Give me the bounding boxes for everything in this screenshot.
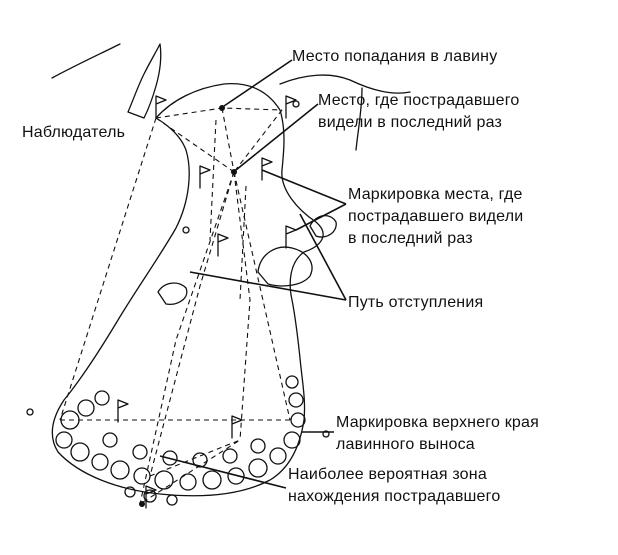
label-probable-burial-zone: Наиболее вероятная зона нахождения постр…: [288, 466, 501, 505]
burial-zone-dot: [139, 501, 145, 507]
label-observer: Наблюдатель: [22, 124, 126, 141]
entry-point-dot: [219, 105, 225, 111]
rock-left: [157, 282, 188, 305]
ridge-line-left: [51, 43, 121, 79]
avalanche-outline: [51, 82, 324, 497]
debris-boulders: [55, 375, 306, 506]
ridge-line-right: [279, 74, 411, 94]
rock-outcrop: [127, 43, 162, 119]
ridge-line-right-2: [355, 87, 363, 151]
search-lines: [59, 107, 291, 505]
label-escape-route: Путь отступления: [348, 294, 484, 311]
label-last-seen: Место, где пострадавшего видели в послед…: [318, 92, 520, 131]
label-last-seen-markers: Маркировка места, где пострадавшего виде…: [348, 186, 524, 247]
rock-right: [309, 215, 337, 238]
position-marks: [26, 100, 330, 438]
marker-flags: [117, 95, 297, 509]
last-seen-dot: [231, 169, 237, 175]
label-avalanche-entry: Место попадания в лавину: [292, 48, 498, 65]
leader-lines: [159, 59, 347, 489]
rock-large: [257, 246, 313, 287]
label-deposit-edge-markers: Маркировка верхнего края лавинного вынос…: [336, 414, 539, 453]
